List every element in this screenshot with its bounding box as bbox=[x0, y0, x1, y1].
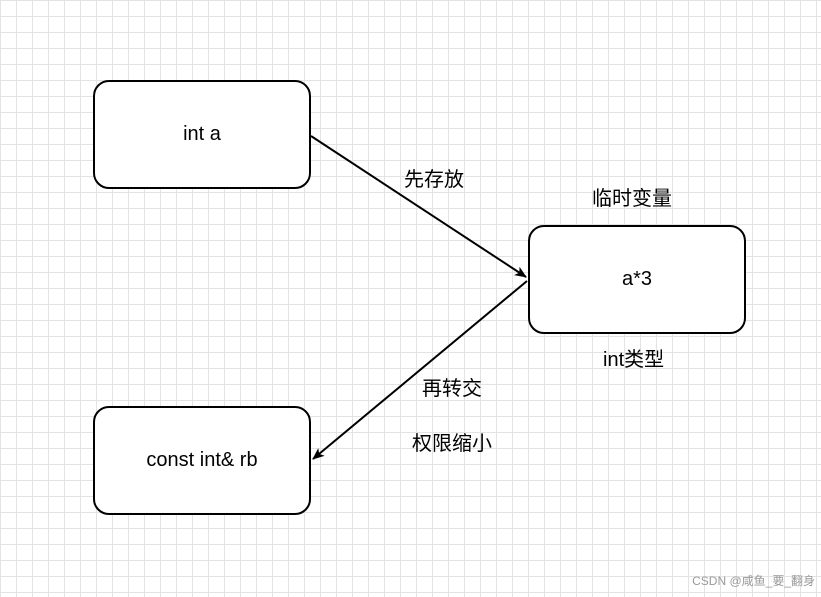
watermark: CSDN @咸鱼_要_翻身 bbox=[692, 574, 815, 588]
node-temp-value[interactable]: a*3 bbox=[528, 225, 746, 334]
edge-int-a-to-temp bbox=[310, 135, 527, 278]
node-temp-value-label: a*3 bbox=[621, 268, 653, 290]
label-int-type: int类型 bbox=[603, 349, 665, 371]
edge-temp-to-const-ref bbox=[312, 280, 528, 460]
node-const-ref-label: const int& rb bbox=[146, 449, 258, 471]
edge-label-narrow-permission: 权限缩小 bbox=[412, 433, 492, 455]
label-temp-variable: 临时变量 bbox=[592, 188, 672, 210]
edge-label-then-convert: 再转交 bbox=[422, 378, 482, 400]
node-int-a-label: int a bbox=[183, 123, 221, 145]
node-const-ref[interactable]: const int& rb bbox=[93, 406, 311, 515]
edge-label-store-first: 先存放 bbox=[404, 169, 464, 191]
node-int-a[interactable]: int a bbox=[93, 80, 311, 189]
